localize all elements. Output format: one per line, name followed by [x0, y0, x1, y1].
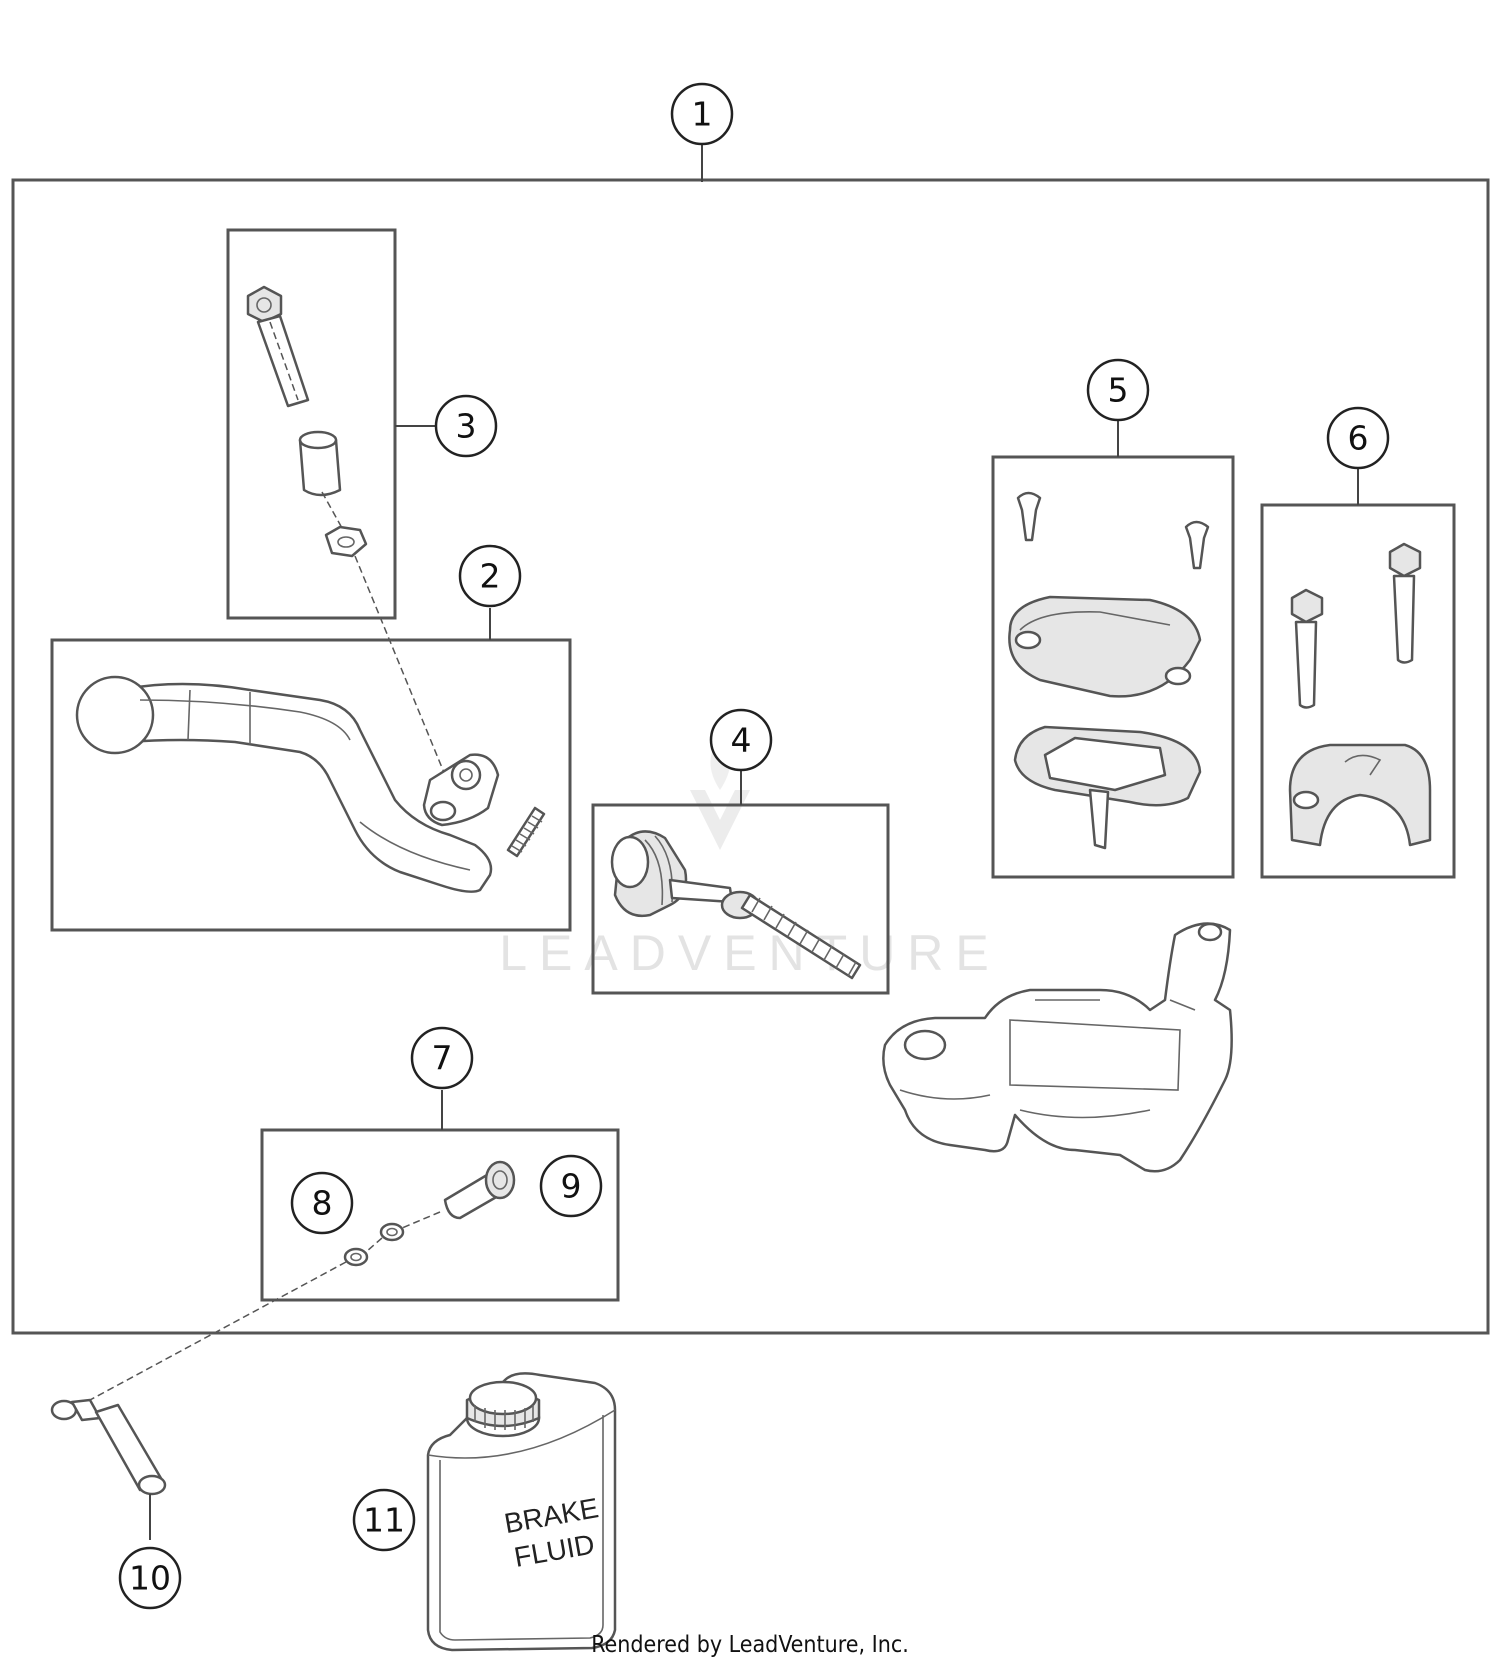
group-box-5	[991, 455, 1235, 879]
callout-11: 11	[352, 1488, 416, 1552]
banjo-bolt-kit	[343, 1160, 516, 1267]
bolt-set	[246, 285, 368, 558]
group-box-2	[50, 638, 572, 932]
callout-number: 8	[312, 1184, 333, 1223]
reservoir-cover	[1008, 491, 1210, 850]
piston-spring	[740, 893, 862, 980]
render-credit: Rendered by LeadVenture, Inc.	[591, 1632, 909, 1658]
watermark: LEADVENTURE	[499, 735, 1001, 981]
callout-5: 5	[1086, 358, 1150, 422]
brake-hose-fitting	[50, 1398, 167, 1496]
callout-number: 6	[1348, 419, 1369, 458]
callout-number: 2	[480, 557, 501, 596]
callout-6: 6	[1326, 406, 1390, 470]
brake-lever	[75, 675, 546, 893]
callout-8: 8	[290, 1171, 354, 1235]
callout-9: 9	[539, 1154, 603, 1218]
master-cylinder-body	[882, 922, 1233, 1173]
callout-number: 9	[561, 1167, 582, 1206]
group-box-7	[260, 1128, 620, 1302]
callout-number: 3	[456, 407, 477, 446]
callout-2: 2	[458, 544, 522, 608]
callout-7: 7	[410, 1026, 474, 1090]
callout-number: 1	[692, 95, 713, 134]
group-box-3	[226, 228, 397, 620]
callout-number: 11	[363, 1501, 405, 1540]
callout-4: 4	[709, 708, 773, 772]
callout-1: 1	[670, 82, 734, 146]
callout-number: 7	[432, 1039, 453, 1078]
brake-fluid-can: BRAKE FLUID	[426, 1372, 617, 1652]
watermark-text: LEADVENTURE	[499, 925, 1001, 981]
lever-spring	[506, 806, 546, 858]
handlebar-clamp	[1288, 542, 1432, 847]
assembly-frame	[11, 178, 1490, 1335]
piston-kit	[610, 830, 862, 980]
callout-3: 3	[434, 394, 498, 458]
callout-number: 10	[129, 1559, 171, 1598]
callout-10: 10	[118, 1546, 182, 1610]
callout-number: 5	[1108, 371, 1129, 410]
callout-number: 4	[731, 721, 752, 760]
